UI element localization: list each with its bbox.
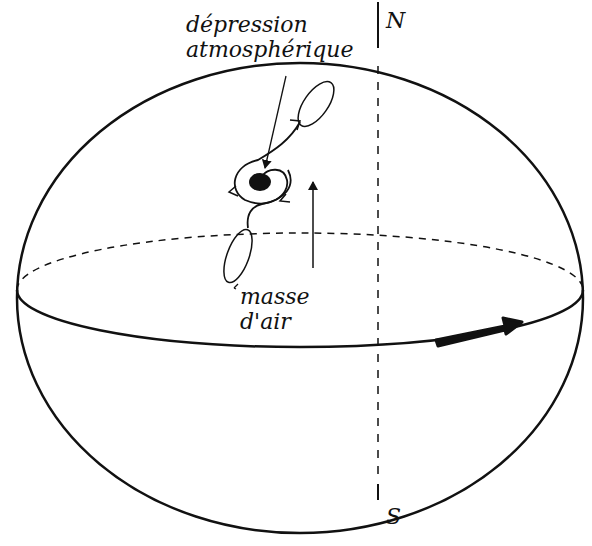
leader-line — [234, 288, 236, 289]
flow-arrowhead — [280, 194, 290, 202]
air-mass-lower — [218, 226, 258, 286]
rotation-arrow — [436, 318, 522, 346]
spiral-flow — [248, 170, 291, 228]
axis-top — [377, 2, 379, 48]
depression-center — [249, 173, 271, 191]
callout-label: masse d'air — [240, 284, 332, 335]
callout-label: dépression atmosphérique — [186, 12, 336, 63]
axis-dashed — [377, 66, 379, 478]
leader-line — [265, 76, 286, 168]
pole-label: N — [386, 8, 405, 33]
pole-label: S — [386, 504, 401, 529]
leader-line — [234, 284, 238, 288]
globe-outline — [17, 63, 583, 533]
flow-arrowhead — [229, 186, 238, 196]
axis-bottom — [377, 484, 379, 500]
flow-arrowhead — [290, 120, 300, 130]
northward-arrow — [312, 182, 314, 268]
spiral-flow — [235, 122, 300, 203]
equator-back — [17, 233, 583, 290]
